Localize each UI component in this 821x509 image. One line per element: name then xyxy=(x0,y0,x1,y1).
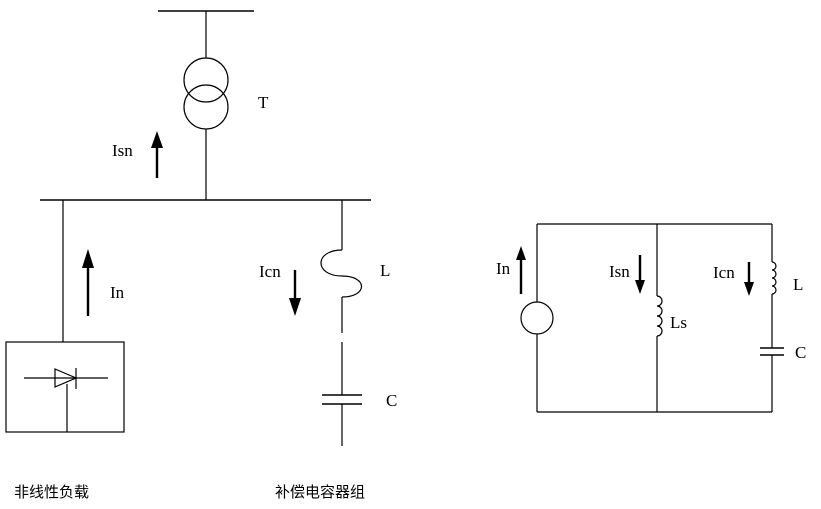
source-current-label: Isn xyxy=(112,141,133,160)
source-current-arrow-right xyxy=(516,246,526,294)
capacitor-symbol xyxy=(322,394,362,405)
transformer-label: T xyxy=(258,93,269,112)
single-line-diagram: T Isn In 非线性负载 L xyxy=(5,10,397,501)
equivalent-circuit: In Isn Ls Icn L C xyxy=(496,223,806,413)
thyristor-symbol xyxy=(24,368,108,432)
filter-reactor-symbol xyxy=(771,261,777,295)
reactor-symbol xyxy=(320,249,362,298)
filter-capacitor-label: C xyxy=(795,343,806,362)
source-current-arrow xyxy=(151,131,163,178)
filter-reactor-label: L xyxy=(793,275,803,294)
filter-current-label: Icn xyxy=(713,263,735,282)
transformer-symbol xyxy=(183,57,229,130)
compensator-caption: 补偿电容器组 xyxy=(275,483,365,501)
reactor-label: L xyxy=(380,261,390,280)
nonlinear-load-box xyxy=(5,341,125,433)
source-current-label-right: In xyxy=(496,259,511,278)
load-current-arrow xyxy=(82,249,94,316)
load-caption: 非线性负载 xyxy=(14,483,89,501)
branch-current-arrow xyxy=(289,270,301,316)
system-inductor-symbol xyxy=(656,295,663,337)
system-current-arrow xyxy=(635,255,645,294)
current-source-symbol xyxy=(520,301,554,335)
branch-current-label: Icn xyxy=(259,262,281,281)
system-current-label: Isn xyxy=(609,262,630,281)
filter-current-arrow xyxy=(744,262,754,296)
capacitor-label: C xyxy=(386,391,397,410)
load-current-label: In xyxy=(110,283,125,302)
system-inductor-label: Ls xyxy=(670,313,687,332)
filter-capacitor-symbol xyxy=(760,347,784,356)
